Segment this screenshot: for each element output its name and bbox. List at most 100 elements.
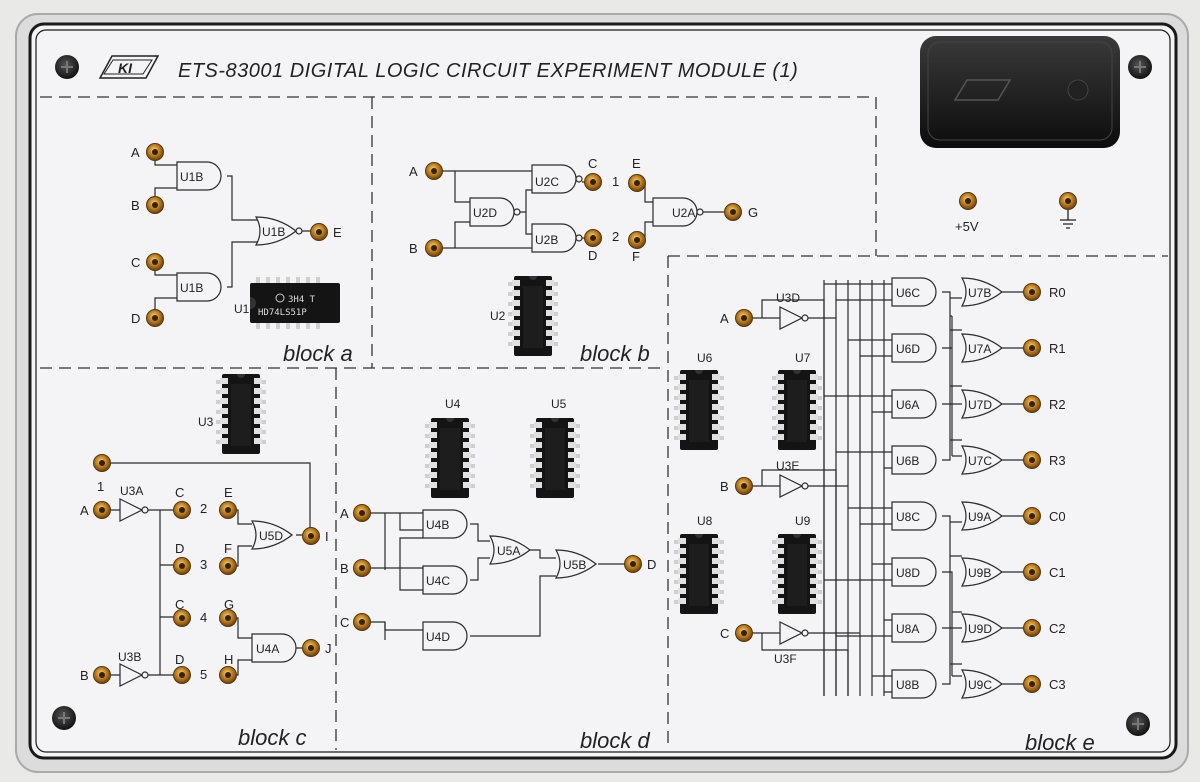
circuit-label: U9C <box>968 678 992 692</box>
block-c-label: block c <box>238 725 306 750</box>
circuit-label: U1B <box>262 225 285 239</box>
block-d: U4 U5 U4B U4C U4D U5A U5B A B C D block … <box>340 397 656 753</box>
block-e-output-r2-jack[interactable] <box>1023 395 1041 413</box>
screw-bottom-left-icon <box>51 705 77 731</box>
power-box <box>920 36 1120 148</box>
chip-u1: 3H4 T HD74LS51P <box>250 277 340 329</box>
circuit-label: KI <box>118 60 133 76</box>
block-d-input-c-jack[interactable] <box>353 613 371 631</box>
block-b-output-g-jack[interactable] <box>724 203 742 221</box>
circuit-label: R3 <box>1049 453 1066 468</box>
circuit-label: U8B <box>896 678 919 692</box>
circuit-label: 4 <box>200 610 207 625</box>
screw-top-right-icon <box>1127 54 1153 80</box>
circuit-label: U2 <box>490 309 506 323</box>
block-c-g-jack[interactable] <box>219 609 237 627</box>
block-c-d5-jack[interactable] <box>173 666 191 684</box>
block-b-d-jack[interactable] <box>584 229 602 247</box>
module-title: ETS-83001 DIGITAL LOGIC CIRCUIT EXPERIME… <box>178 60 798 82</box>
circuit-label: J <box>325 641 332 656</box>
block-c: U3 U3A U3B U5D U4A 1 A B C 2 D 3 C 4 <box>80 374 332 750</box>
circuit-label: 1 <box>612 174 619 189</box>
block-e-output-c3-jack[interactable] <box>1023 675 1041 693</box>
circuit-label: U8A <box>896 622 919 636</box>
circuit-label: U6D <box>896 342 920 356</box>
block-c-c4-jack[interactable] <box>173 609 191 627</box>
block-e-output-r0-jack[interactable] <box>1023 283 1041 301</box>
circuit-label: U5A <box>497 544 520 558</box>
circuit-label: U6C <box>896 286 920 300</box>
block-e-output-c2-jack[interactable] <box>1023 619 1041 637</box>
circuit-label: 5 <box>200 667 207 682</box>
circuit-label: D <box>131 311 140 326</box>
block-c-c2-jack[interactable] <box>173 501 191 519</box>
circuit-label: U7B <box>968 286 991 300</box>
block-a-input-c-jack[interactable] <box>146 253 164 271</box>
block-e-input-b-jack[interactable] <box>735 477 753 495</box>
block-c-input-b-jack[interactable] <box>93 666 111 684</box>
block-a-input-b-jack[interactable] <box>146 196 164 214</box>
circuit-label: C3 <box>1049 677 1066 692</box>
block-b-input-a-jack[interactable] <box>425 162 443 180</box>
circuit-label: I <box>325 529 329 544</box>
block-e: U6 U7 U8 U9 U3D U3E U3F U6C U6D U6A U6B … <box>674 277 1095 755</box>
block-b-c-jack[interactable] <box>584 173 602 191</box>
circuit-label: U6B <box>896 454 919 468</box>
block-e-output-c1-jack[interactable] <box>1023 563 1041 581</box>
circuit-label: U3E <box>776 459 799 473</box>
circuit-label: C1 <box>1049 565 1066 580</box>
block-b-e-jack[interactable] <box>628 174 646 192</box>
block-c-f-jack[interactable] <box>219 557 237 575</box>
block-c-input-a-jack[interactable] <box>93 501 111 519</box>
circuit-label: U8D <box>896 566 920 580</box>
circuit-label: D <box>647 557 656 572</box>
circuit-label: U1B <box>180 170 203 184</box>
gnd-jack[interactable] <box>1059 192 1077 210</box>
vcc-jack[interactable] <box>959 192 977 210</box>
circuit-label: U3D <box>776 291 800 305</box>
circuit-label: R0 <box>1049 285 1066 300</box>
circuit-label: R1 <box>1049 341 1066 356</box>
circuit-label: 3 <box>200 557 207 572</box>
circuit-label: C <box>131 255 140 270</box>
circuit-label: U7A <box>968 342 991 356</box>
block-c-output-i-jack[interactable] <box>302 527 320 545</box>
block-e-output-r1-jack[interactable] <box>1023 339 1041 357</box>
circuit-label: U3 <box>198 415 214 429</box>
circuit-label: F <box>632 249 640 264</box>
block-e-output-r3-jack[interactable] <box>1023 451 1041 469</box>
circuit-label: D <box>175 541 184 556</box>
block-e-input-c-jack[interactable] <box>735 624 753 642</box>
block-c-output-j-jack[interactable] <box>302 639 320 657</box>
circuit-label: U5D <box>259 529 283 543</box>
circuit-label: U9B <box>968 566 991 580</box>
block-d-input-a-jack[interactable] <box>353 504 371 522</box>
block-a-input-a-jack[interactable] <box>146 143 164 161</box>
chip-u6 <box>674 370 724 450</box>
block-a-input-d-jack[interactable] <box>146 309 164 327</box>
circuit-label: D <box>588 248 597 263</box>
block-e-output-c0-jack[interactable] <box>1023 507 1041 525</box>
circuit-label: U9A <box>968 510 991 524</box>
block-c-d3-jack[interactable] <box>173 557 191 575</box>
circuit-label: E <box>224 485 233 500</box>
circuit-label: B <box>131 198 140 213</box>
block-e-input-a-jack[interactable] <box>735 309 753 327</box>
circuit-label: U3A <box>120 484 143 498</box>
block-c-h-jack[interactable] <box>219 666 237 684</box>
block-c-e-jack[interactable] <box>219 501 237 519</box>
block-b-f-jack[interactable] <box>628 231 646 249</box>
circuit-label: C <box>720 626 729 641</box>
block-a-output-e-jack[interactable] <box>310 223 328 241</box>
block-c-pin1-jack[interactable] <box>93 454 111 472</box>
block-b: U2C U2D U2B U2A A B C 1 D 2 E F G U2 blo… <box>409 156 758 366</box>
circuit-label: A <box>80 503 89 518</box>
block-d-output-d-jack[interactable] <box>624 555 642 573</box>
circuit-label: G <box>224 597 234 612</box>
chip-u8 <box>674 534 724 614</box>
block-b-input-b-jack[interactable] <box>425 239 443 257</box>
chip-u5 <box>530 418 580 498</box>
block-d-input-b-jack[interactable] <box>353 559 371 577</box>
circuit-label: D <box>175 652 184 667</box>
